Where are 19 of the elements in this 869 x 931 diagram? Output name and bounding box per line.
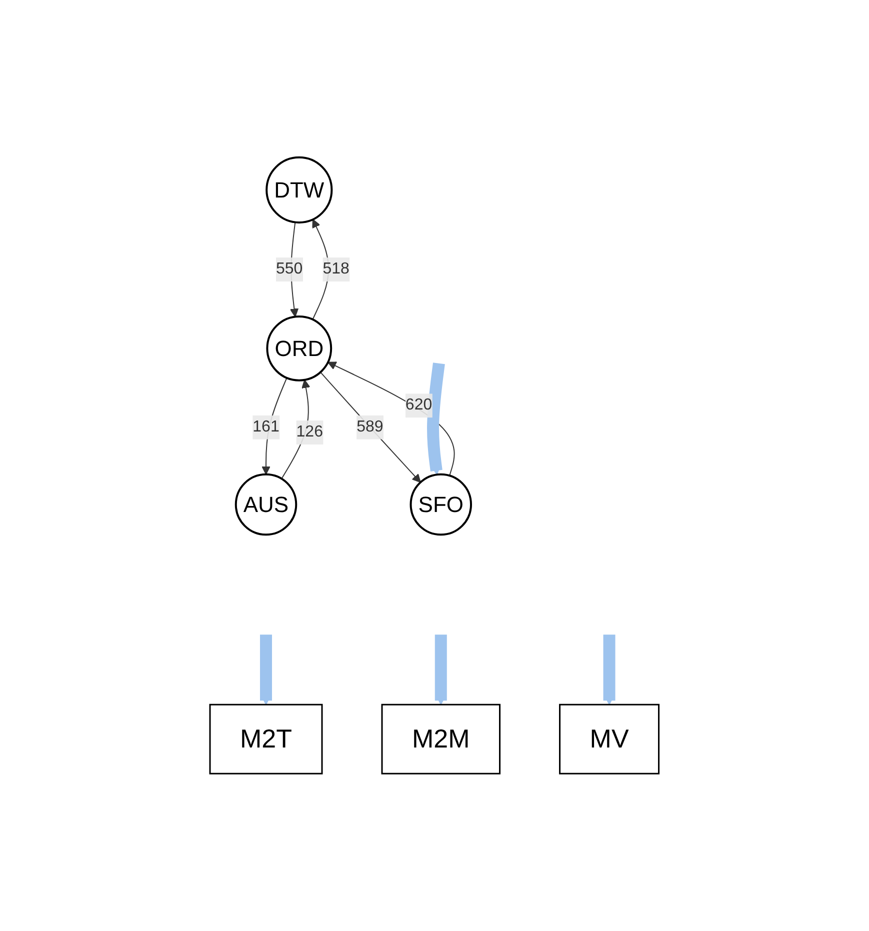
edge-label: 126 [296, 423, 324, 440]
arrow [603, 634, 616, 706]
edge-label: 620 [406, 396, 432, 414]
arrow [427, 362, 446, 476]
edge-label: 161 [252, 418, 280, 436]
node-box: M2T [209, 704, 323, 774]
arrow [260, 634, 272, 706]
node-box: MV [559, 704, 660, 774]
node-circle: DTW [266, 156, 333, 224]
node-circle: ORD [266, 315, 332, 382]
arrow [435, 634, 447, 706]
arrow [328, 362, 455, 476]
arrow [320, 372, 421, 483]
node-circle: AUS [234, 473, 298, 536]
edge-label: 550 [276, 260, 303, 278]
node-circle: SFO [410, 473, 472, 536]
node-box: M2M [381, 704, 501, 774]
edge-label: 518 [322, 260, 350, 278]
edge-label: 589 [356, 418, 384, 436]
